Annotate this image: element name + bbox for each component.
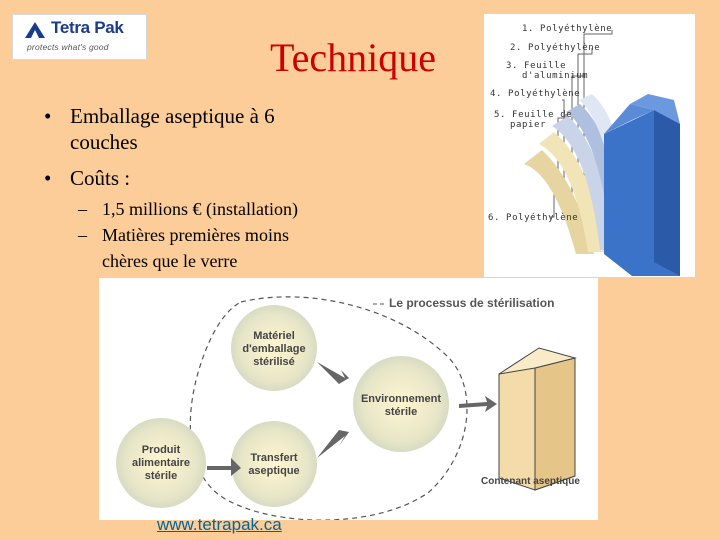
node-text: stérile xyxy=(384,406,418,418)
sub-bullet-item: Matières premières moins chères que le v… xyxy=(78,222,328,274)
node-sterile-food: Produit alimentaire stérile xyxy=(116,444,206,483)
logo-tagline: protects what's good xyxy=(27,42,109,52)
sub-bullet-list: 1,5 millions € (installation) Matières p… xyxy=(78,196,328,274)
sub-bullet-item: 1,5 millions € (installation) xyxy=(78,196,328,222)
layer-label: 4. Polyéthylène xyxy=(490,89,581,99)
carton-layers-drawing xyxy=(524,30,680,276)
layer-label: papier xyxy=(510,120,547,130)
node-sterile-environment: Environnement stérile xyxy=(353,393,449,419)
container-label: Contenant aseptique xyxy=(481,476,580,487)
layer-label: d'aluminium xyxy=(522,71,589,81)
tetra-pak-triangle-icon xyxy=(25,22,45,38)
node-text: d'emballage xyxy=(242,343,306,355)
sterilization-process-diagram: Le processus de stérilisation Matériel d… xyxy=(99,278,598,520)
bullet-item: Coûts : xyxy=(40,165,340,191)
layer-label: 6. Polyéthylène xyxy=(488,213,579,223)
carton-layers-illustration: 1. Polyéthylène 2. Polyéthylène 3. Feuil… xyxy=(484,14,695,277)
node-aseptic-transfer: Transfert aseptique xyxy=(234,452,314,478)
layer-label: 5. Feuille de xyxy=(494,110,573,120)
node-text: Transfert xyxy=(250,452,298,464)
slide-title: Technique xyxy=(270,35,437,80)
bullet-list: Emballage aseptique à 6 couches Coûts : xyxy=(40,103,340,201)
node-text: aseptique xyxy=(248,465,300,477)
tetra-pak-logo: Tetra Pak protects what's good xyxy=(12,14,147,60)
bullet-item: Emballage aseptique à 6 couches xyxy=(40,103,340,155)
node-text: alimentaire xyxy=(131,457,191,469)
tetrapak-website-link[interactable]: www.tetrapak.ca xyxy=(157,515,282,534)
layer-label: 3. Feuille xyxy=(506,61,567,71)
node-text: Matériel xyxy=(253,330,295,342)
logo-brand: Tetra Pak xyxy=(51,18,124,37)
node-text: Environnement xyxy=(360,393,442,405)
node-packaging-material: Matériel d'emballage stérilisé xyxy=(234,330,314,369)
process-title: Le processus de stérilisation xyxy=(389,296,555,310)
layer-label: 1. Polyéthylène xyxy=(522,24,613,34)
node-text: stérile xyxy=(144,470,178,482)
node-text: stérilisé xyxy=(253,356,295,368)
node-text: Produit xyxy=(141,444,181,456)
process-drawing xyxy=(116,296,577,520)
layer-label: 2. Polyéthylène xyxy=(510,43,601,53)
